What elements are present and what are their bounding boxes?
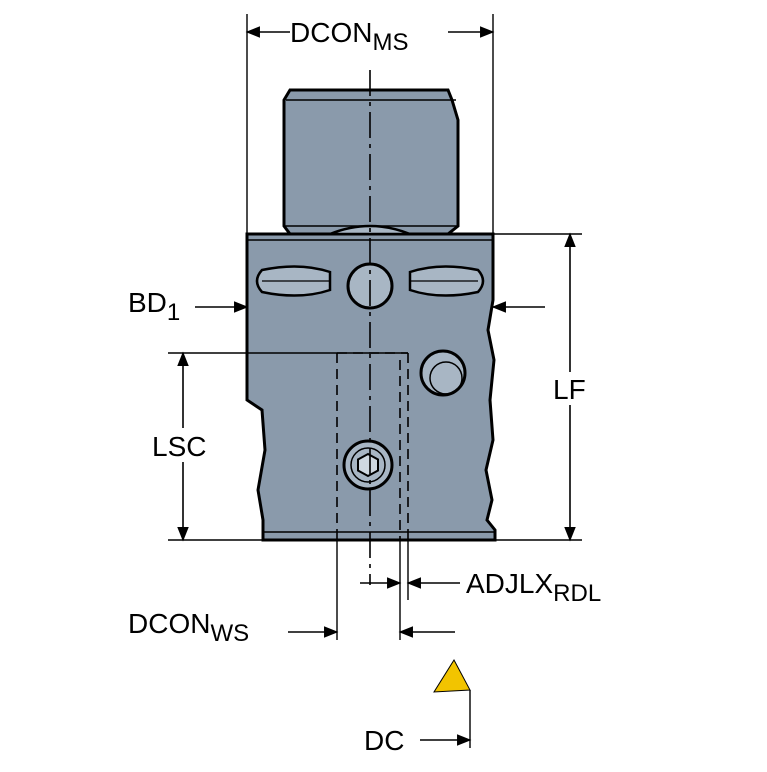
coolant-slot-left bbox=[255, 265, 332, 297]
dim-bd1: BD1 bbox=[128, 287, 545, 326]
cutting-insert bbox=[433, 659, 471, 693]
dim-dcon-ws: DCONWS bbox=[128, 608, 455, 647]
label-lf: LF bbox=[553, 374, 586, 405]
svg-text:ADJLXRDL: ADJLXRDL bbox=[466, 568, 601, 607]
label-bd1: BD bbox=[128, 287, 167, 318]
coolant-slot-right bbox=[408, 265, 485, 297]
label-dcon-ws: DCON bbox=[128, 608, 210, 639]
label-dcon-ws-sub: WS bbox=[210, 620, 249, 647]
dim-dc: DC bbox=[364, 725, 472, 756]
label-dcon-ms-sub: MS bbox=[372, 29, 408, 56]
adjust-screw-hole bbox=[419, 349, 467, 397]
dim-adjlx-rdl: ADJLXRDL bbox=[360, 568, 601, 607]
label-adjlx-sub: RDL bbox=[553, 580, 601, 607]
svg-text:DCONMS: DCONMS bbox=[290, 17, 408, 56]
hex-socket-screw bbox=[342, 439, 394, 491]
dim-lf: LF bbox=[553, 232, 586, 542]
label-lsc: LSC bbox=[152, 431, 206, 462]
dim-lsc: LSC bbox=[152, 351, 206, 542]
label-dc: DC bbox=[364, 725, 404, 756]
svg-text:BD1: BD1 bbox=[128, 287, 180, 326]
label-adjlx: ADJLX bbox=[466, 568, 553, 599]
label-dcon-ms: DCON bbox=[290, 17, 372, 48]
svg-text:DCONWS: DCONWS bbox=[128, 608, 249, 647]
shank bbox=[282, 88, 460, 236]
label-bd1-sub: 1 bbox=[167, 299, 180, 326]
dim-dcon-ms: DCONMS bbox=[245, 17, 495, 56]
